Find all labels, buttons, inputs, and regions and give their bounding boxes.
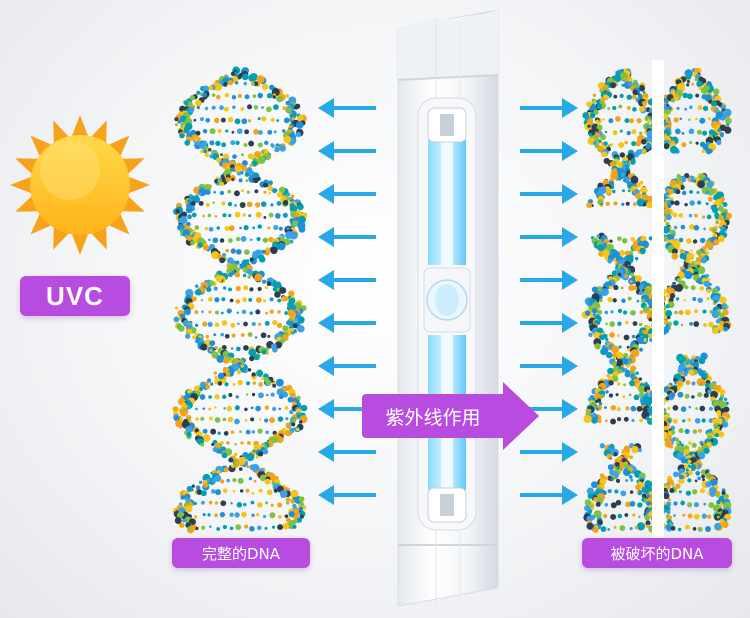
dna-helix-intact — [172, 66, 308, 534]
uv-action-arrow-tip — [503, 382, 539, 450]
arrow-icon — [318, 141, 376, 161]
arrow-icon — [318, 270, 376, 290]
arrow-icon — [318, 313, 376, 333]
dna-helix-broken — [581, 60, 732, 540]
dna-fragment-right — [652, 67, 732, 532]
dna-fragment-left — [581, 67, 662, 533]
uvc-badge: UVC — [20, 276, 130, 316]
arrow-icon — [318, 356, 376, 376]
arrow-icon — [520, 356, 578, 376]
arrow-icon — [520, 442, 578, 462]
arrow-icon — [318, 227, 376, 247]
arrow-icon — [520, 98, 578, 118]
arrow-icon — [520, 184, 578, 204]
arrow-icon — [520, 227, 578, 247]
arrow-icon — [520, 270, 578, 290]
arrow-group-left — [318, 98, 376, 505]
arrow-icon — [520, 313, 578, 333]
uv-lamp-icon — [397, 9, 499, 607]
sun-icon — [10, 115, 150, 255]
arrow-icon — [520, 485, 578, 505]
arrow-icon — [318, 98, 376, 118]
arrow-icon — [520, 141, 578, 161]
dna-break-gap — [652, 60, 664, 540]
arrow-icon — [318, 442, 376, 462]
uv-action-label: 紫外线作用 — [362, 394, 504, 438]
arrow-icon — [318, 184, 376, 204]
arrow-icon — [318, 485, 376, 505]
broken-dna-label: 被破坏的DNA — [582, 538, 732, 568]
intact-dna-label: 完整的DNA — [172, 538, 310, 568]
arrow-group-right — [520, 98, 578, 505]
